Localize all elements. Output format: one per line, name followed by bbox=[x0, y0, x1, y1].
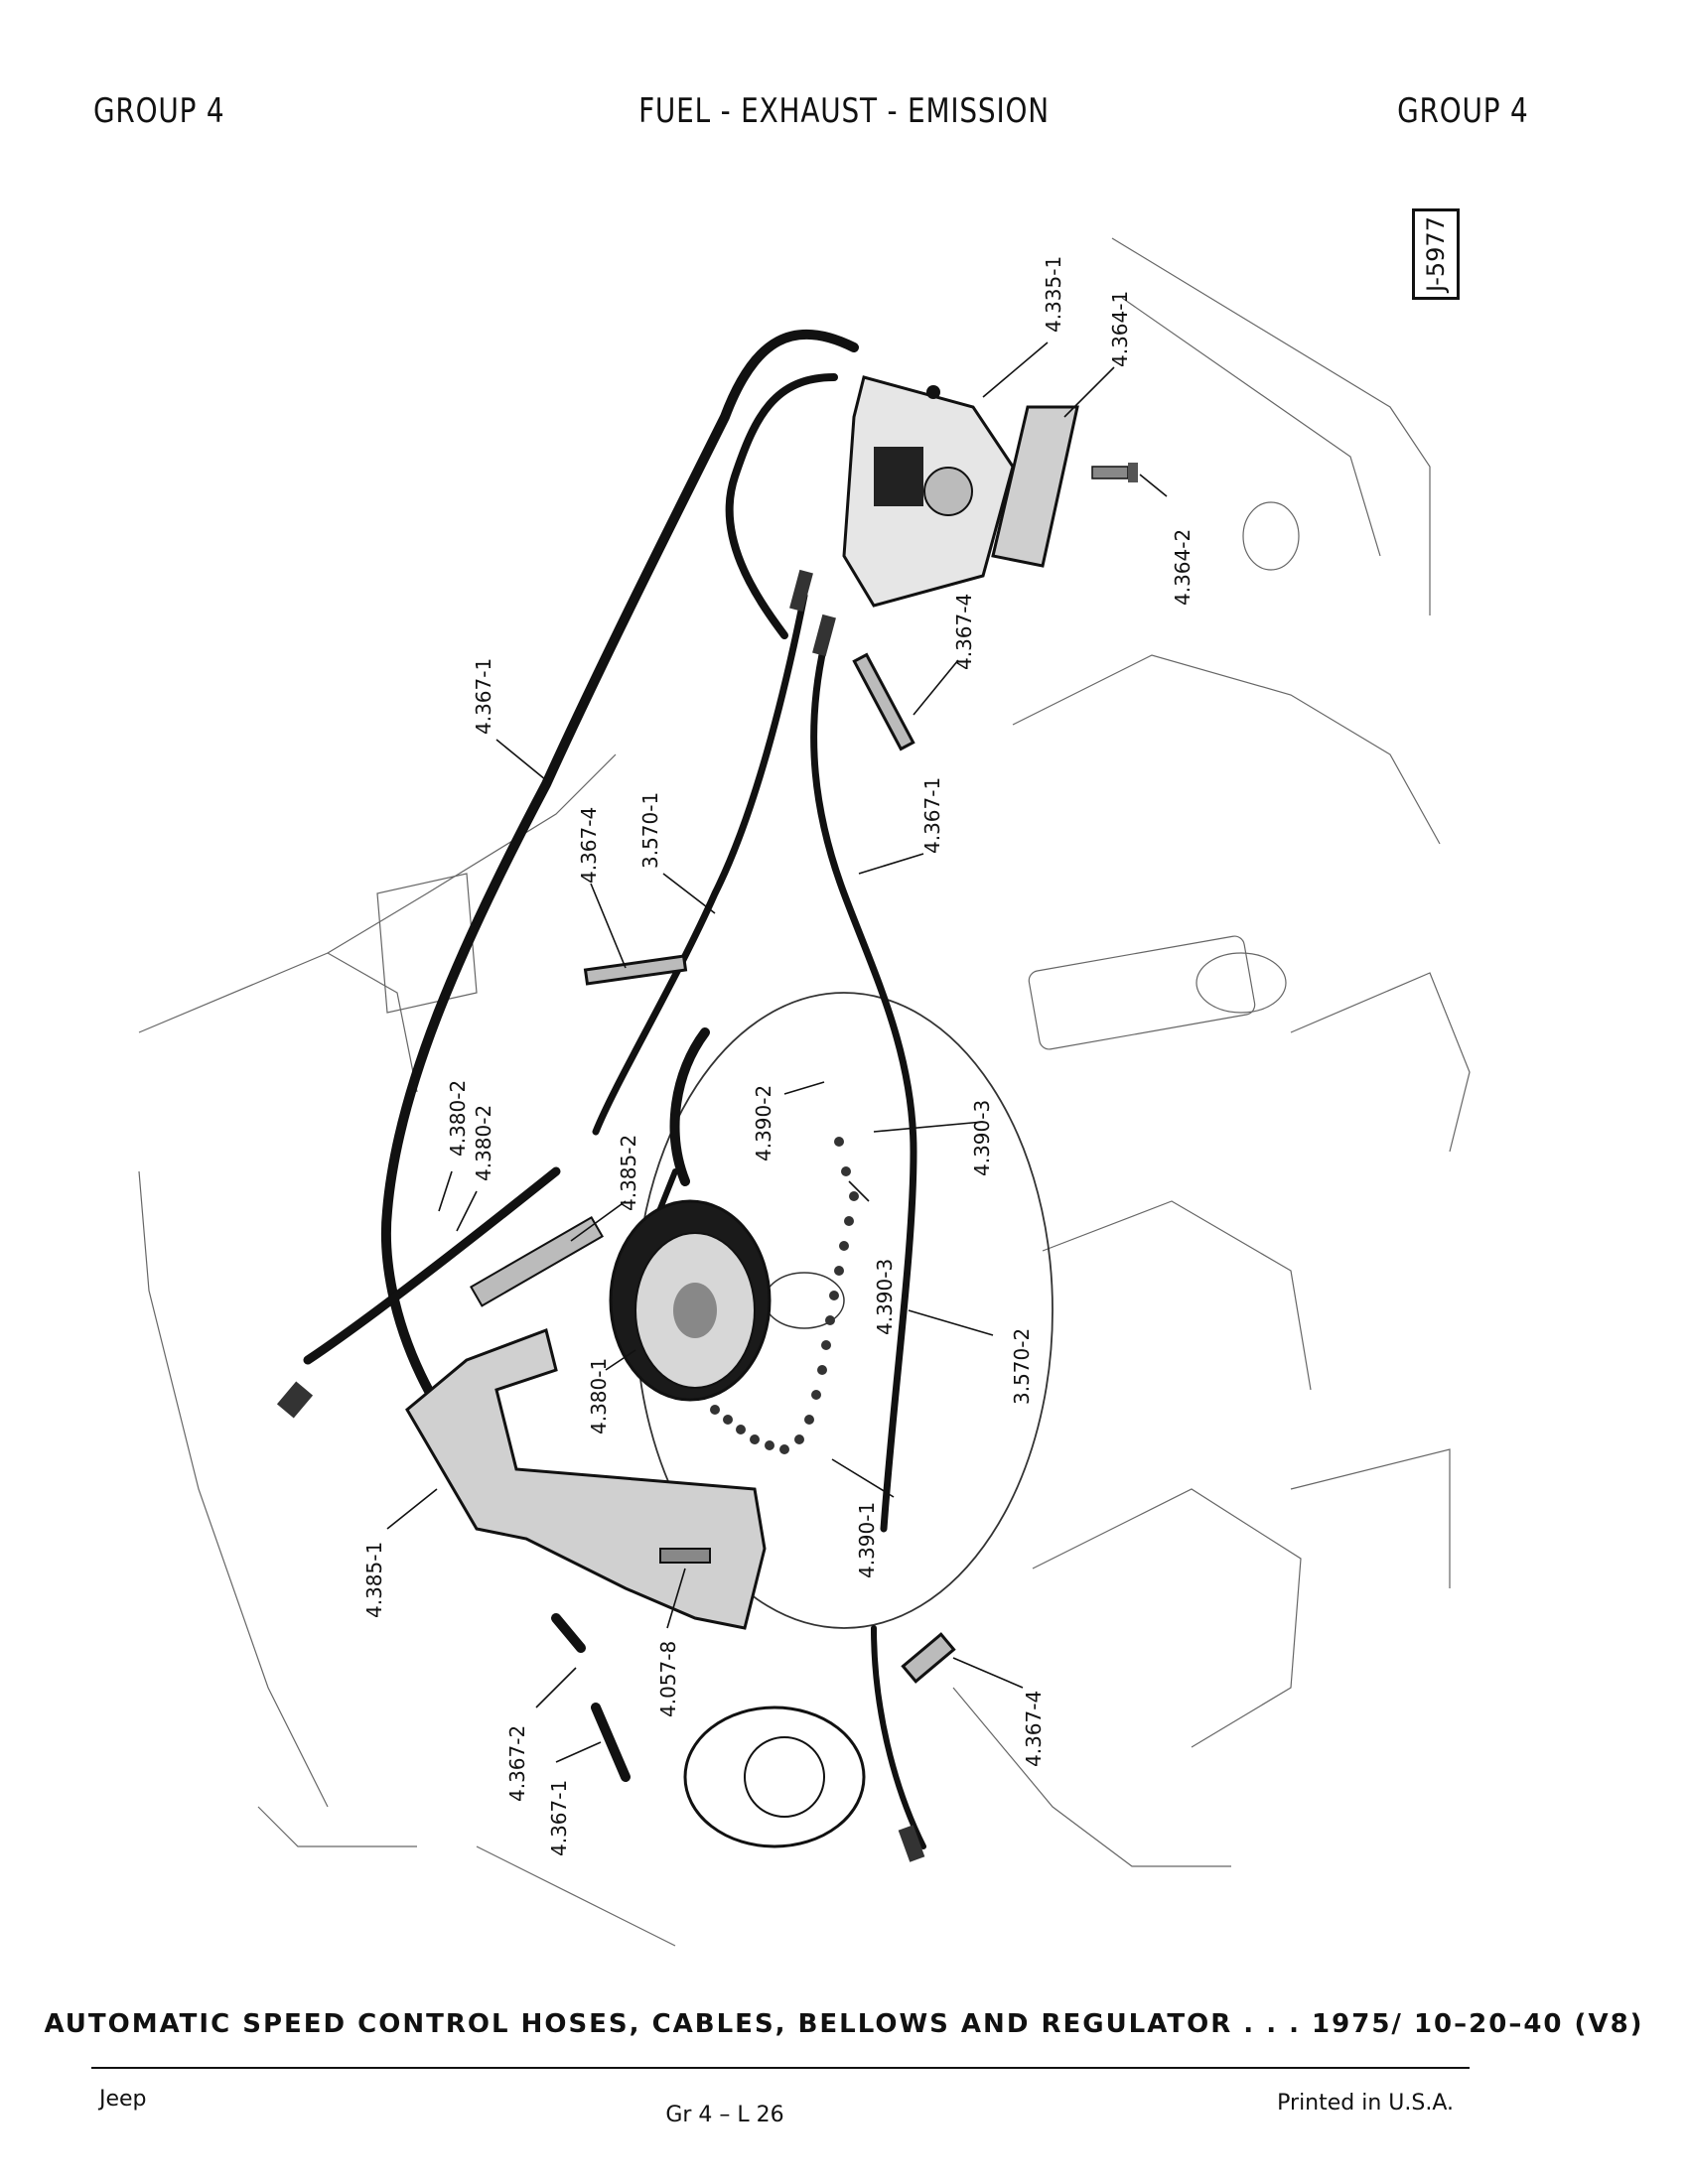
gasket bbox=[991, 405, 1079, 568]
group-header-right: GROUP 4 bbox=[1397, 91, 1529, 131]
callout-labels: 4.335-1 4.364-1 4.364-2 4.367-4 4.367-1 … bbox=[362, 256, 1195, 1856]
callout-4367-4-low: 4.367-4 bbox=[1022, 1691, 1046, 1767]
callout-4380-2-a: 4.380-2 bbox=[446, 1080, 470, 1157]
bead-chain bbox=[710, 1137, 859, 1454]
leader-lines bbox=[386, 341, 1168, 1763]
figure-id-box: J-5977 bbox=[1412, 208, 1460, 300]
cable-straps bbox=[583, 652, 956, 1684]
bellows-servo bbox=[609, 1199, 772, 1402]
callout-4385-1: 4.385-1 bbox=[362, 1542, 386, 1618]
link-arm bbox=[470, 1215, 604, 1307]
section-title: FUEL - EXHAUST - EMISSION bbox=[638, 91, 1050, 131]
figure-caption: AUTOMATIC SPEED CONTROL HOSES, CABLES, B… bbox=[44, 2009, 1644, 2039]
callout-4367-1-right: 4.367-1 bbox=[920, 777, 944, 854]
callout-4367-2: 4.367-2 bbox=[505, 1725, 529, 1802]
group-header-left: GROUP 4 bbox=[93, 91, 225, 131]
callout-4390-3-low: 4.390-3 bbox=[873, 1259, 897, 1335]
page-number: Gr 4 – L 26 bbox=[665, 2103, 784, 2127]
printed-note: Printed in U.S.A. bbox=[1277, 2091, 1454, 2116]
bracket-bolt bbox=[659, 1548, 711, 1564]
callout-4367-4-mid: 4.367-4 bbox=[577, 807, 601, 884]
screw bbox=[1091, 463, 1138, 482]
regulator-box bbox=[842, 375, 1015, 608]
callout-4380-2-b: 4.380-2 bbox=[472, 1105, 495, 1181]
callout-4385-2: 4.385-2 bbox=[617, 1135, 640, 1211]
footer-brand: Jeep bbox=[99, 2087, 147, 2112]
callout-4364-1: 4.364-1 bbox=[1108, 291, 1132, 367]
callout-4057-8: 4.057-8 bbox=[656, 1641, 680, 1717]
hoses bbox=[303, 329, 926, 1849]
callout-4390-3-right: 4.390-3 bbox=[970, 1100, 994, 1176]
callout-4367-1-left: 4.367-1 bbox=[472, 658, 495, 735]
callout-4335-1: 4.335-1 bbox=[1042, 256, 1065, 333]
callout-3570-1: 3.570-1 bbox=[638, 792, 662, 869]
callout-4364-2: 4.364-2 bbox=[1171, 529, 1195, 606]
callout-4367-4-top: 4.367-4 bbox=[952, 594, 976, 670]
footer-rule bbox=[91, 2067, 1470, 2069]
callout-3570-2: 3.570-2 bbox=[1010, 1328, 1034, 1405]
callout-4380-1: 4.380-1 bbox=[587, 1358, 611, 1434]
throttle-cap bbox=[683, 1706, 866, 1848]
cable-ends bbox=[276, 569, 925, 1862]
callout-4390-2: 4.390-2 bbox=[752, 1085, 775, 1161]
callout-4367-1-low: 4.367-1 bbox=[547, 1780, 571, 1856]
engine-outline bbox=[138, 237, 1471, 1947]
callout-4390-1: 4.390-1 bbox=[855, 1502, 879, 1578]
